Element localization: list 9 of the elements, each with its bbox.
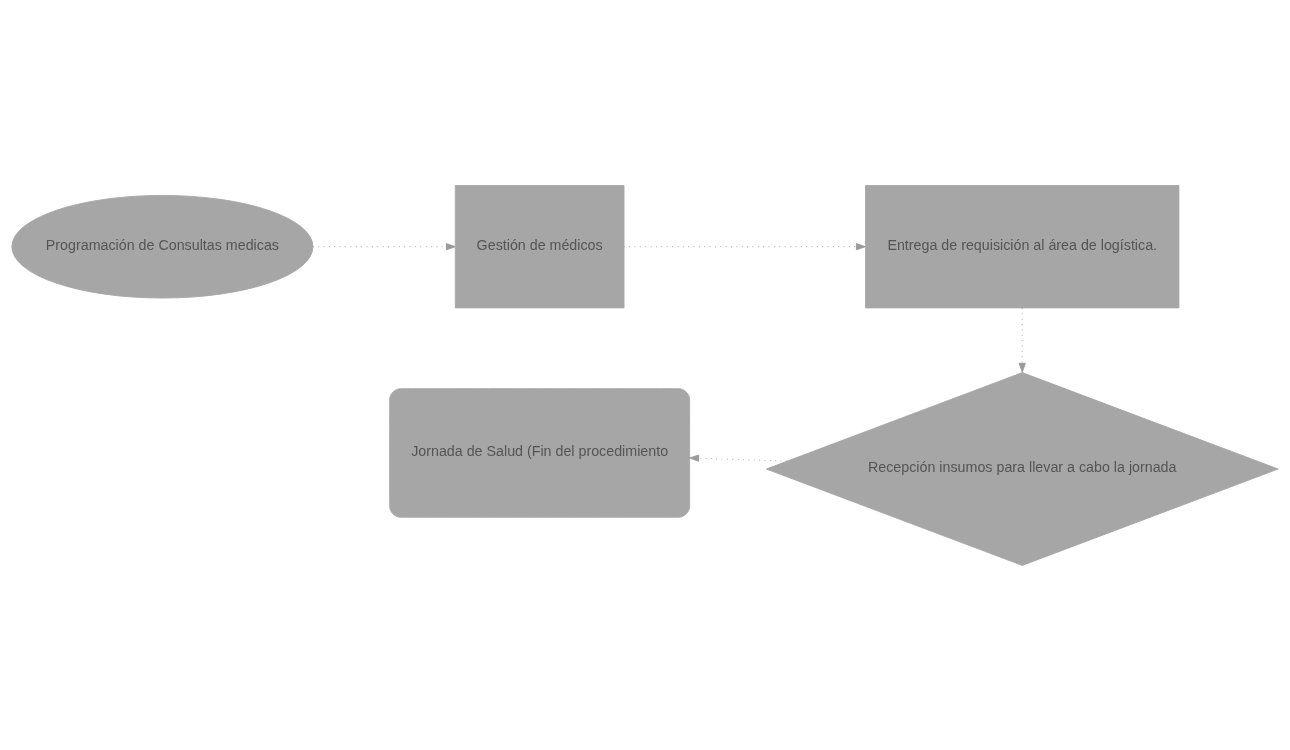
node-ellipse: Programación de Consultas medicas bbox=[11, 194, 314, 298]
arrow bbox=[312, 242, 456, 250]
node-box: Entrega de requisición al área de logística. bbox=[865, 184, 1180, 308]
arrow bbox=[623, 242, 866, 250]
node-box: Gestión de médicos bbox=[454, 184, 625, 308]
arrow bbox=[1018, 307, 1026, 373]
node-diamond: Recepción insumos para llevar a cabo la jornada bbox=[765, 371, 1279, 566]
node-box: Jornada de Salud (Fin del procedimiento bbox=[389, 387, 691, 518]
arrow bbox=[689, 454, 788, 462]
